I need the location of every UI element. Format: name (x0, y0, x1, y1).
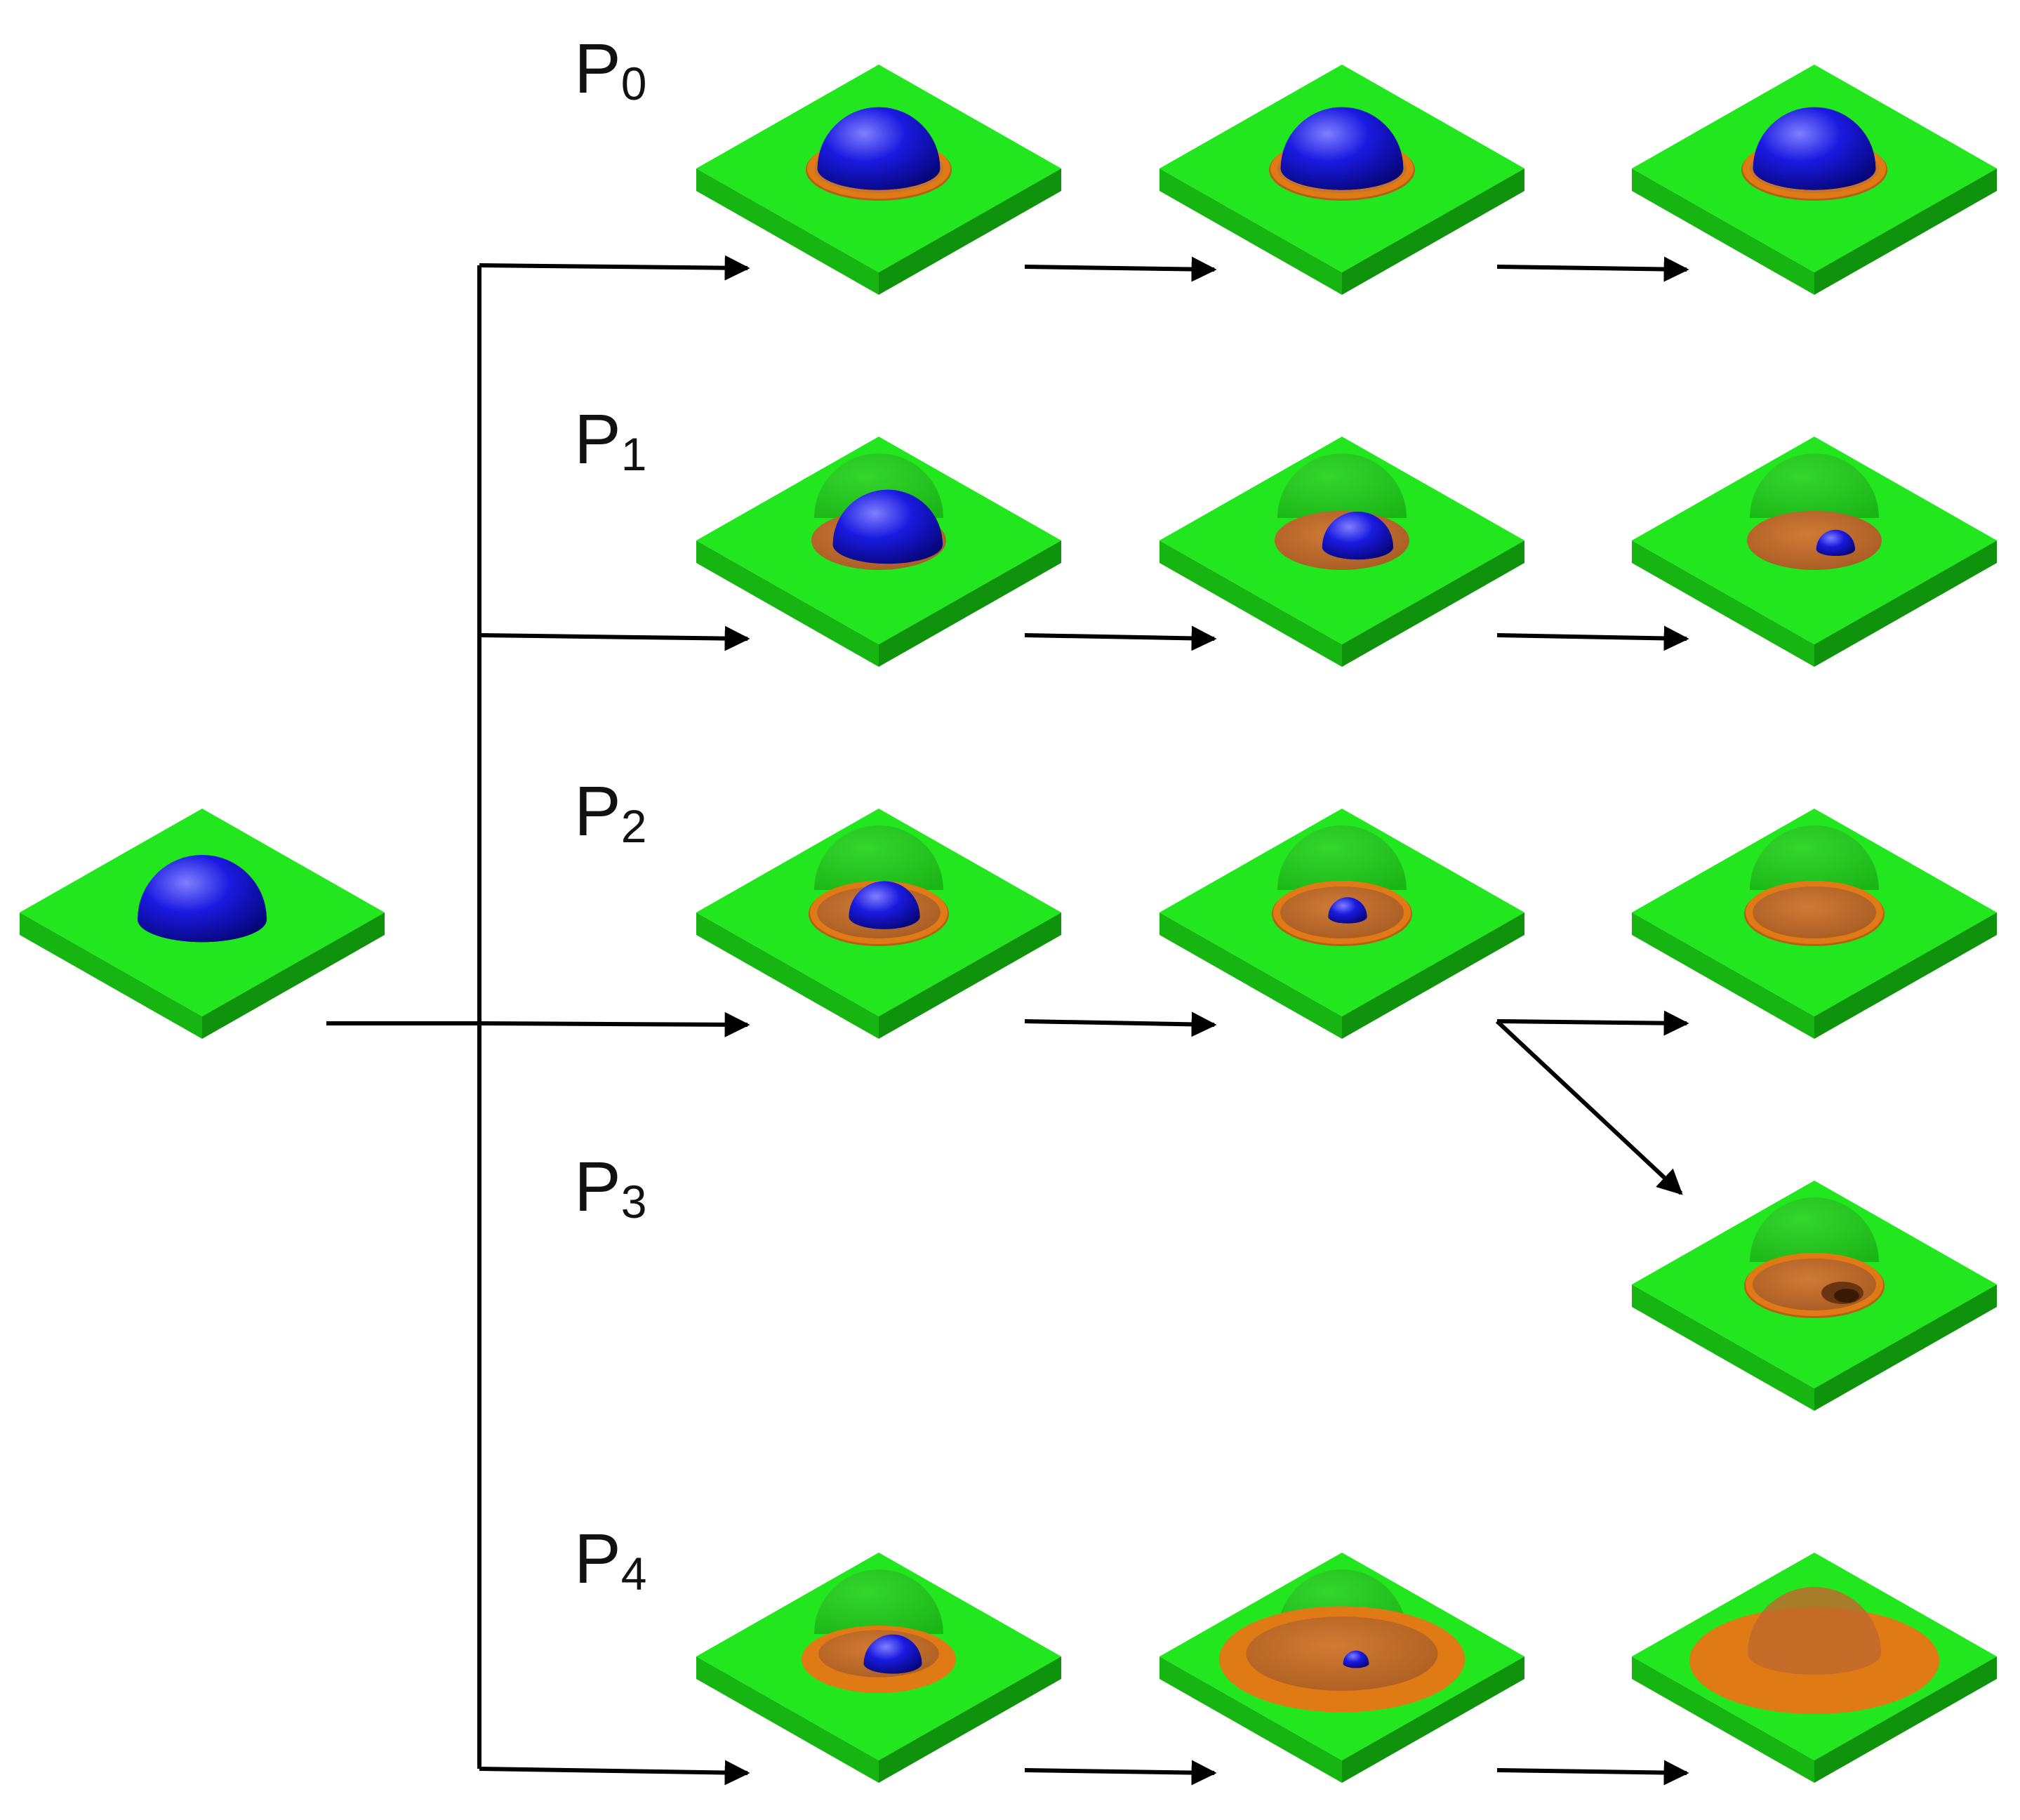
spreading-droplet-icon (1219, 1569, 1465, 1713)
ring-pit-icon (1744, 1197, 1885, 1318)
stage-tile-p1-3 (1632, 437, 1997, 667)
pathway-label-p1: P1 (574, 400, 646, 480)
branch-arrow-p0 (479, 255, 750, 281)
ring-droplet-icon (809, 825, 949, 946)
step-arrow-p2-1 (1024, 1011, 1217, 1037)
branch-arrow-p2 (479, 1011, 750, 1037)
pathway-label-p0: P0 (574, 29, 646, 109)
stage-tiles (20, 65, 1997, 1783)
spreading-droplet-icon (802, 1569, 956, 1693)
droplet-on-substrate-icon (138, 855, 267, 943)
step-arrow-p2-2 (1496, 1010, 1689, 1036)
stage-tile-p2-3 (1632, 809, 1997, 1039)
stage-tile-p1-2 (1159, 437, 1524, 667)
empty-ring-icon (1744, 825, 1885, 946)
stage-tile-p4-2 (1159, 1553, 1524, 1783)
pinned-droplet-icon (1741, 107, 1887, 201)
connector-lines (326, 265, 481, 1769)
pinned-droplet-icon (1269, 107, 1415, 201)
step-arrow-p4-2 (1496, 1760, 1689, 1786)
pathway-label-p3: P3 (574, 1148, 646, 1228)
stage-tile-p1-1 (696, 437, 1061, 667)
step-arrow-p0-1 (1024, 256, 1217, 282)
stage-tile-p4-1 (696, 1553, 1061, 1783)
step-arrow-p1-2 (1496, 625, 1689, 651)
spread-film-icon (1689, 1587, 1939, 1714)
shrinking-droplet-icon (811, 453, 946, 570)
pinned-droplet-icon (806, 107, 952, 201)
stage-tile-p3-1 (1632, 1181, 1997, 1411)
stage-tile-p2-2 (1159, 809, 1524, 1039)
stage-tile-p4-3 (1632, 1553, 1997, 1783)
branch-arrow-p1 (479, 625, 750, 651)
stage-tile-p0-1 (696, 65, 1061, 295)
shrinking-droplet-icon (1747, 453, 1882, 570)
branch-arrow-p3 (1495, 1019, 1683, 1195)
pathway-label-p2: P2 (574, 772, 646, 852)
step-arrow-p4-1 (1024, 1760, 1217, 1786)
arrows (479, 255, 1689, 1786)
step-arrow-p1-1 (1024, 625, 1217, 651)
step-arrow-p0-2 (1496, 256, 1689, 282)
pathway-label-p4: P4 (574, 1520, 646, 1600)
stage-tile-p2-1 (696, 809, 1061, 1039)
ring-droplet-icon (1272, 825, 1412, 946)
shrinking-droplet-icon (1275, 453, 1409, 570)
branch-arrow-p4 (479, 1760, 750, 1786)
pathway-labels: P0 P1 P2 P3 P4 (574, 29, 646, 1600)
stage-tile-p0-3 (1632, 65, 1997, 295)
initial-state-tile (20, 809, 385, 1039)
stage-tile-p0-2 (1159, 65, 1524, 295)
